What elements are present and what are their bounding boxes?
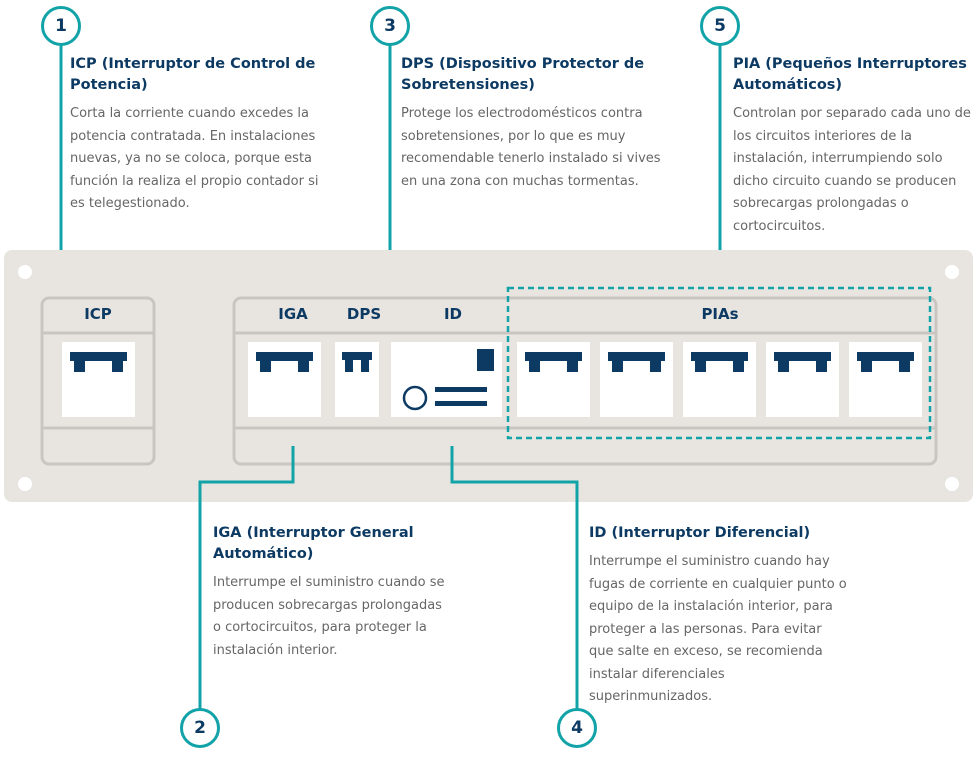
pia-highlight — [506, 286, 932, 440]
id-test-button — [402, 385, 428, 411]
desc-icp: ICP (Interruptor de Control de Potencia)… — [70, 54, 332, 216]
label-icp: ICP — [84, 305, 112, 323]
desc-icp-text: Corta la corriente cuando excedes la pot… — [70, 106, 319, 211]
iga-switch — [256, 352, 313, 372]
desc-dps-title: DPS (Dispositivo Protector de Sobretensi… — [401, 56, 645, 93]
badge-1: 1 — [41, 6, 81, 46]
pia-switches — [525, 352, 914, 372]
distribution-module — [232, 296, 938, 466]
connector-iga — [198, 446, 295, 726]
icp-module — [40, 296, 156, 466]
desc-pia-title: PIA (Pequeños Interruptores Automáticos) — [733, 56, 967, 93]
connector-id — [450, 446, 579, 726]
label-id: ID — [443, 305, 463, 323]
desc-id-title: ID (Interruptor Diferencial) — [589, 525, 811, 541]
desc-id-text: Interrumpe el suministro cuando hay fuga… — [589, 554, 847, 704]
badge-4: 4 — [557, 708, 597, 748]
desc-dps-text: Protege los electrodomésticos contra sob… — [401, 106, 661, 189]
desc-pia-text: Controlan por separado cada uno de los c… — [733, 106, 971, 234]
desc-iga: IGA (Interruptor General Automático) Int… — [213, 523, 453, 662]
badge-3: 3 — [370, 6, 410, 46]
desc-pia: PIA (Pequeños Interruptores Automáticos)… — [733, 54, 975, 238]
screw — [18, 477, 32, 491]
desc-icp-title: ICP (Interruptor de Control de Potencia) — [70, 56, 316, 93]
desc-iga-title: IGA (Interruptor General Automático) — [213, 525, 414, 562]
desc-id: ID (Interruptor Diferencial) Interrumpe … — [589, 523, 849, 709]
label-dps: DPS — [346, 305, 382, 323]
screw — [18, 265, 32, 279]
desc-iga-text: Interrumpe el suministro cuando se produ… — [213, 575, 445, 658]
screw — [945, 477, 959, 491]
screw — [945, 265, 959, 279]
badge-2: 2 — [180, 708, 220, 748]
dps-switch — [342, 352, 372, 372]
id-lever — [477, 349, 494, 371]
label-iga: IGA — [278, 305, 308, 323]
badge-5: 5 — [700, 6, 740, 46]
desc-dps: DPS (Dispositivo Protector de Sobretensi… — [401, 54, 666, 193]
icp-switch — [70, 352, 127, 372]
label-pias: PIAs — [701, 305, 739, 323]
